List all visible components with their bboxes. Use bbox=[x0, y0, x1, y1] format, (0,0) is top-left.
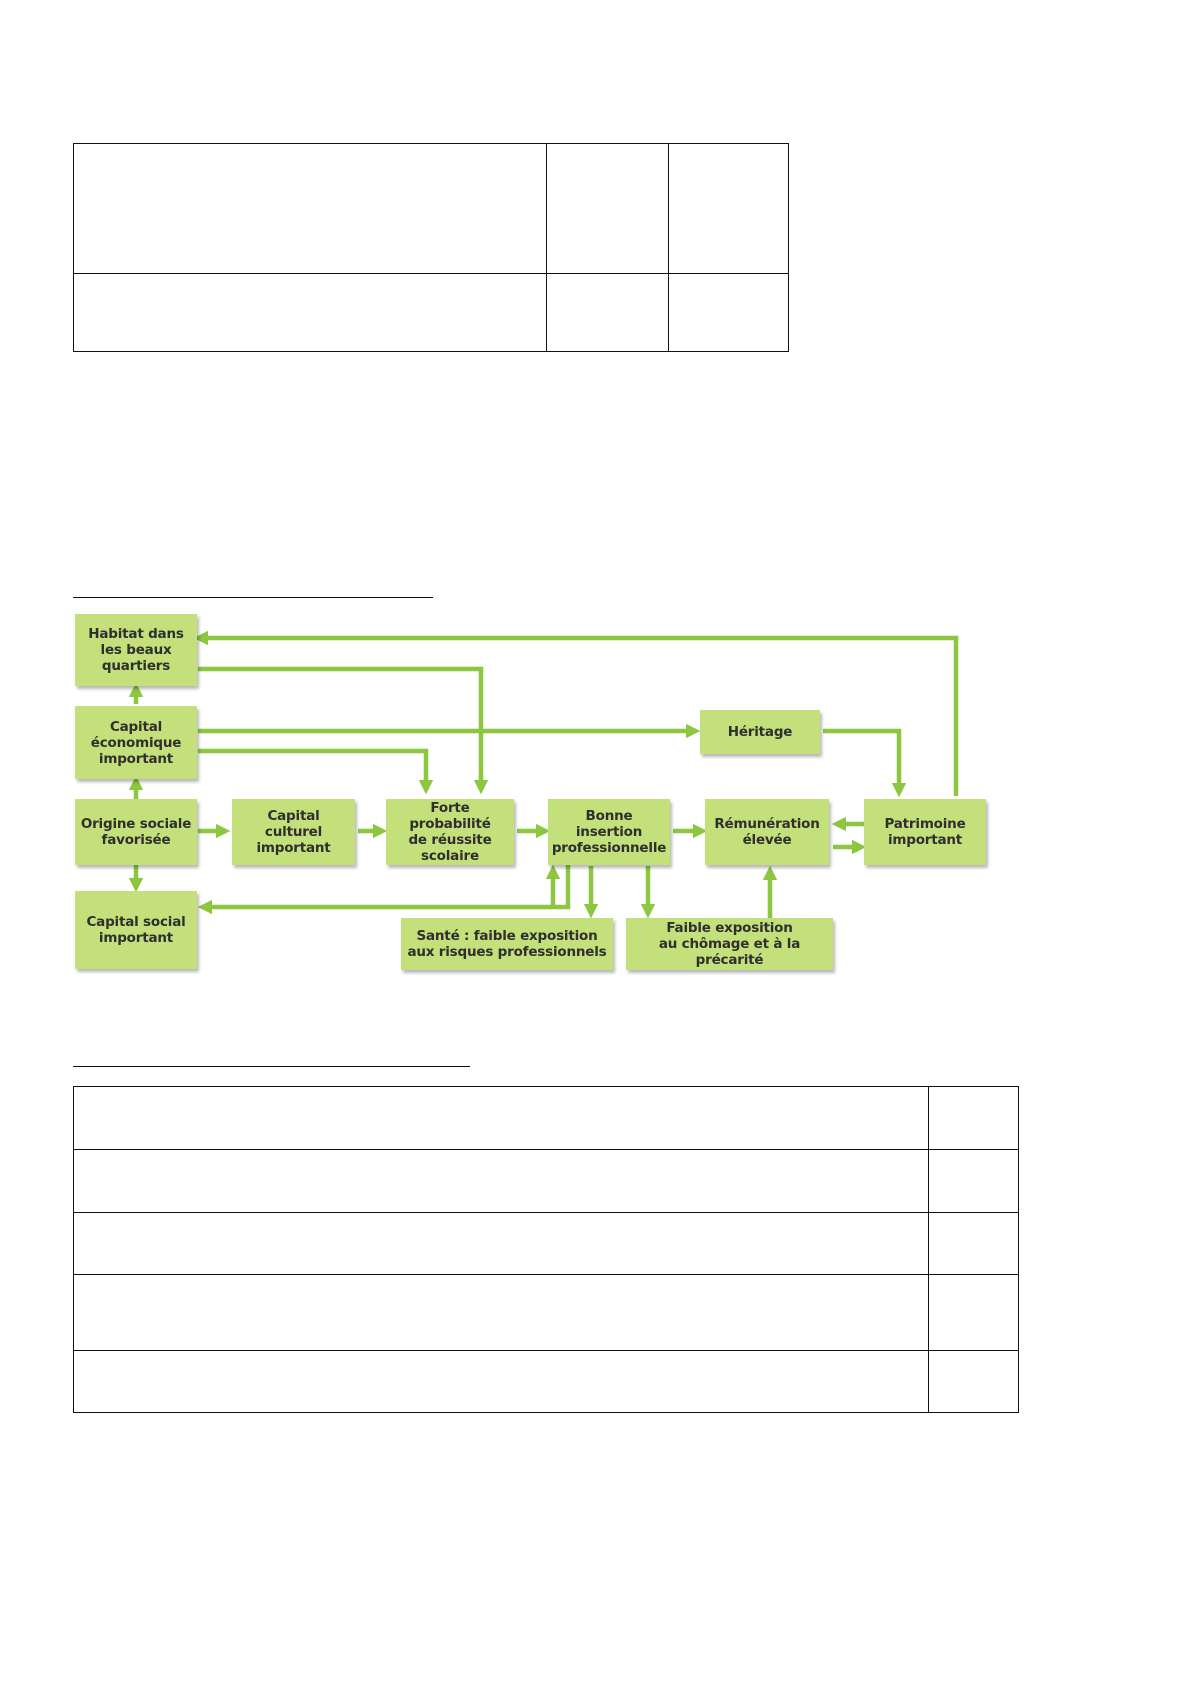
arrow-capital-economique-to-reussite bbox=[198, 748, 434, 795]
node-faible-chomage: Faible exposition au chômage et à la pré… bbox=[626, 918, 833, 970]
node-capital-culturel-label: Capital culturel important bbox=[256, 808, 331, 856]
table-row bbox=[73, 1212, 1019, 1275]
table-cell bbox=[73, 1149, 929, 1213]
node-sante-label: Santé : faible exposition aux risques pr… bbox=[407, 928, 607, 960]
table-cell bbox=[73, 143, 547, 274]
table-cell bbox=[73, 1274, 929, 1351]
table-cell bbox=[73, 1350, 929, 1413]
node-origine-sociale: Origine sociale favorisée bbox=[75, 799, 197, 865]
node-heritage: Héritage bbox=[700, 710, 820, 754]
table-cell bbox=[928, 1274, 1019, 1351]
node-heritage-label: Héritage bbox=[727, 724, 793, 740]
table-row bbox=[73, 1149, 1019, 1213]
node-remuneration-label: Rémunération élevée bbox=[714, 816, 820, 848]
arrow-habitat-to-reussite bbox=[198, 666, 489, 795]
node-habitat-label: Habitat dans les beaux quartiers bbox=[88, 626, 184, 674]
table-cell bbox=[668, 143, 789, 274]
arrow-patrimoine-to-habitat bbox=[193, 630, 959, 796]
node-patrimoine-label: Patrimoine important bbox=[884, 816, 966, 848]
node-origine-sociale-label: Origine sociale favorisée bbox=[80, 816, 192, 848]
table-row bbox=[73, 273, 789, 352]
node-remuneration: Rémunération élevée bbox=[705, 799, 829, 865]
table-cell bbox=[928, 1086, 1019, 1150]
table-cell bbox=[928, 1350, 1019, 1413]
table-row bbox=[73, 1274, 1019, 1351]
node-capital-social-label: Capital social important bbox=[86, 914, 186, 946]
node-reussite-scolaire: Forte probabilité de réussite scolaire bbox=[386, 799, 514, 865]
node-faible-chomage-label: Faible exposition au chômage et à la pré… bbox=[658, 920, 801, 968]
node-insertion-professionnelle: Bonne insertion professionnelle bbox=[548, 799, 670, 865]
node-sante: Santé : faible exposition aux risques pr… bbox=[401, 918, 613, 970]
table-cell bbox=[668, 273, 789, 352]
table-cell bbox=[546, 143, 669, 274]
arrow-heritage-to-patrimoine bbox=[823, 728, 907, 798]
table-cell bbox=[928, 1212, 1019, 1275]
table-cell bbox=[73, 1086, 929, 1150]
heading-underline-diagram bbox=[73, 597, 433, 598]
node-habitat: Habitat dans les beaux quartiers bbox=[75, 614, 197, 686]
social-reproduction-diagram: Habitat dans les beaux quartiers Capital… bbox=[70, 612, 1000, 984]
node-capital-economique: Capital économique important bbox=[75, 706, 197, 779]
node-capital-social: Capital social important bbox=[75, 891, 197, 969]
arrow-insertion-to-capital-social bbox=[197, 865, 571, 915]
table-row bbox=[73, 1086, 1019, 1150]
table-row bbox=[73, 1350, 1019, 1413]
table-cell bbox=[928, 1149, 1019, 1213]
node-capital-economique-label: Capital économique important bbox=[90, 718, 182, 767]
diagram-arrows bbox=[128, 630, 959, 919]
node-reussite-scolaire-label: Forte probabilité de réussite scolaire bbox=[408, 800, 492, 864]
node-patrimoine: Patrimoine important bbox=[864, 799, 986, 865]
node-insertion-professionnelle-label: Bonne insertion professionnelle bbox=[551, 808, 667, 856]
node-capital-culturel: Capital culturel important bbox=[232, 799, 355, 865]
bottom-table bbox=[73, 1086, 1019, 1413]
table-row bbox=[73, 143, 789, 274]
top-table bbox=[73, 143, 789, 352]
table-cell bbox=[73, 273, 547, 352]
heading-underline-table bbox=[73, 1066, 470, 1067]
table-cell bbox=[546, 273, 669, 352]
table-cell bbox=[73, 1212, 929, 1275]
